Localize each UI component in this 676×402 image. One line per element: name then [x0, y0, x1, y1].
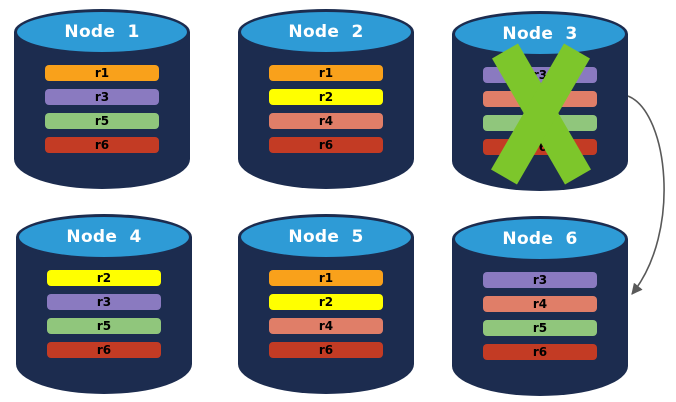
node-1: Node 1 r1 r3 r5 r6 [14, 9, 190, 189]
node-4: Node 4 r2 r3 r5 r6 [16, 214, 192, 394]
cylinder-body [16, 237, 192, 394]
replica-label: r6 [318, 138, 334, 152]
replica-label: r3 [96, 295, 112, 309]
replica-label: r4 [532, 297, 548, 311]
replica-bar: r1 [45, 65, 159, 81]
node-title: Node 2 [288, 22, 364, 42]
node-2: Node 2 r1 r2 r4 r6 [238, 9, 414, 189]
replica-label: r5 [532, 321, 548, 335]
cylinder-body [452, 239, 628, 396]
replica-label: r4 [318, 114, 334, 128]
node-5: Node 5 r1 r2 r4 r6 [238, 214, 414, 394]
replica-label: r3 [94, 90, 110, 104]
replica-label: r3 [532, 273, 548, 287]
replica-label: r2 [318, 295, 334, 309]
replica-bar: r5 [47, 318, 161, 334]
replica-label: r4 [318, 319, 334, 333]
cylinder-top: Node 1 [14, 9, 190, 55]
replica-bar: r2 [47, 270, 161, 286]
cylinder-top: Node 2 [238, 9, 414, 55]
replica-bar: r3 [47, 294, 161, 310]
replica-label: r2 [318, 90, 334, 104]
replica-list: r1 r2 r4 r6 [238, 270, 414, 358]
replica-label: r1 [318, 66, 334, 80]
replica-label: r1 [94, 66, 110, 80]
replica-label: r1 [318, 271, 334, 285]
replica-bar: r2 [269, 89, 383, 105]
replica-bar: r5 [45, 113, 159, 129]
node-6: Node 6 r3 r4 r5 r6 [452, 216, 628, 396]
replica-bar: r4 [483, 296, 597, 312]
replica-label: r6 [94, 138, 110, 152]
replica-bar: r6 [483, 344, 597, 360]
replica-bar: r1 [269, 270, 383, 286]
replica-label: r5 [94, 114, 110, 128]
replica-list: r1 r3 r5 r6 [14, 65, 190, 153]
node-title: Node 4 [66, 227, 142, 247]
replica-list: r2 r3 r5 r6 [16, 270, 192, 358]
cylinder-body [238, 237, 414, 394]
replica-bar: r5 [483, 320, 597, 336]
replica-label: r6 [318, 343, 334, 357]
replica-bar: r6 [269, 342, 383, 358]
replica-bar: r3 [483, 272, 597, 288]
replica-label: r6 [532, 345, 548, 359]
node-title: Node 1 [64, 22, 140, 42]
cylinder-top: Node 4 [16, 214, 192, 260]
cylinder-top: Node 3 [452, 11, 628, 57]
replica-label: r5 [96, 319, 112, 333]
node-3: Node 3 r3 r4 r5 r6 [452, 11, 628, 191]
replica-list: r3 r4 r5 r6 [452, 272, 628, 360]
failure-x-icon [491, 43, 591, 185]
cylinder-body [14, 32, 190, 189]
replica-bar: r4 [269, 318, 383, 334]
cylinder-body [238, 32, 414, 189]
replica-bar: r6 [47, 342, 161, 358]
node-title: Node 5 [288, 227, 364, 247]
node-title: Node 6 [502, 229, 578, 249]
replica-bar: r6 [45, 137, 159, 153]
cylinder-top: Node 6 [452, 216, 628, 262]
replica-label: r6 [96, 343, 112, 357]
replica-bar: r1 [269, 65, 383, 81]
replica-bar: r6 [269, 137, 383, 153]
replica-bar: r2 [269, 294, 383, 310]
replica-list: r1 r2 r4 r6 [238, 65, 414, 153]
cylinder-top: Node 5 [238, 214, 414, 260]
replica-bar: r3 [45, 89, 159, 105]
replica-bar: r4 [269, 113, 383, 129]
node-title: Node 3 [502, 24, 578, 44]
replica-label: r2 [96, 271, 112, 285]
